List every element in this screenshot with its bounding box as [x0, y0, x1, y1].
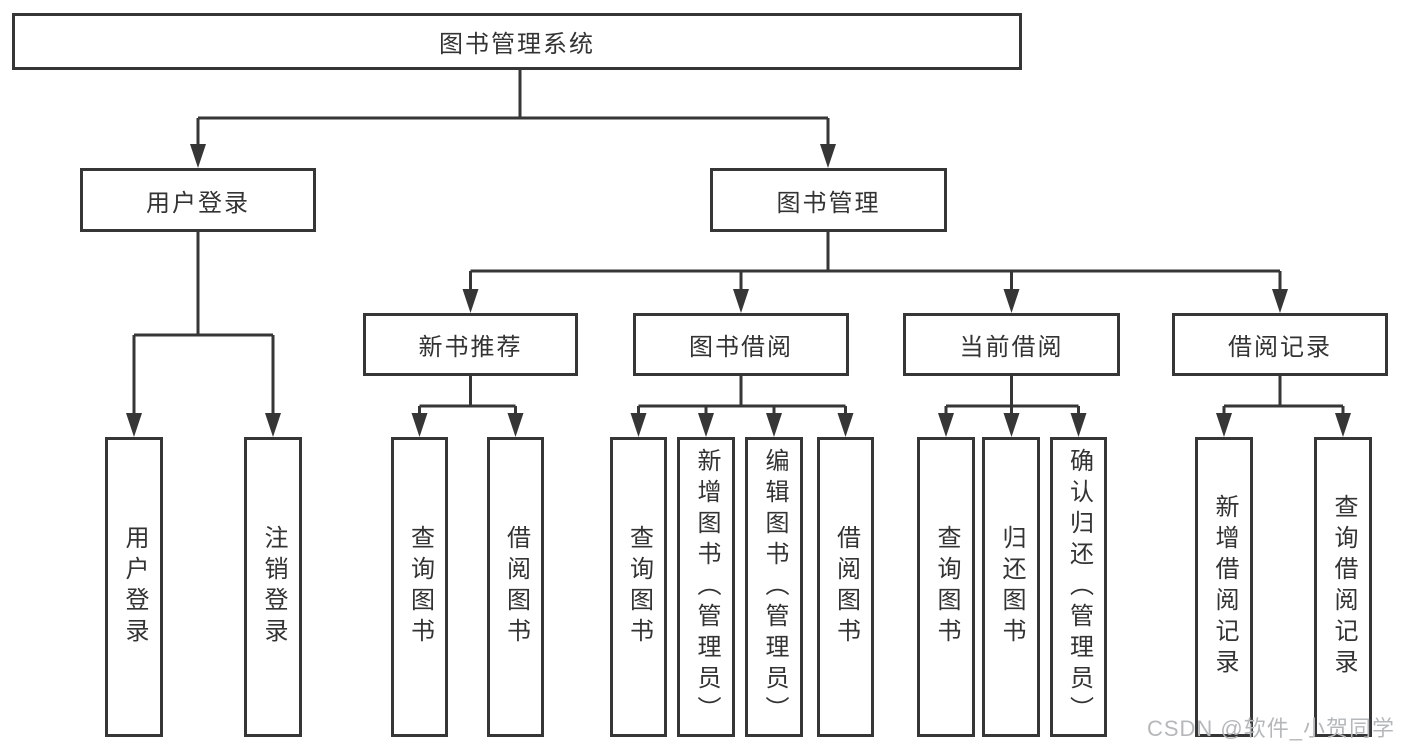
connector-path: [132, 70, 1345, 415]
node-book-management: 图书管理: [710, 168, 947, 232]
arrowhead-icon: [698, 413, 714, 437]
leaf-query-books-recommend-label: 查询图书: [406, 525, 434, 649]
arrowhead-icon: [1070, 413, 1087, 437]
arrowhead-icon: [938, 413, 954, 437]
arrowhead-icon: [126, 413, 142, 437]
arrowhead-icon: [507, 413, 524, 437]
leaf-query-books-borrowing-label: 查询图书: [625, 525, 653, 649]
arrowhead-icon: [1272, 289, 1288, 313]
leaf-logout: 注销登录: [244, 437, 302, 737]
leaf-user-login: 用户登录: [105, 437, 163, 737]
leaf-add-borrow-record-label: 新增借阅记录: [1211, 494, 1238, 680]
leaf-return-books-label: 归还图书: [998, 525, 1025, 649]
node-book-borrowing-label: 图书借阅: [689, 334, 793, 361]
node-book-management-label: 图书管理: [776, 189, 881, 217]
arrowhead-icon: [265, 413, 281, 437]
leaf-borrow-books-recommend-label: 借阅图书: [502, 525, 530, 649]
node-user-login-label: 用户登录: [146, 189, 250, 217]
node-borrowing-records: 借阅记录: [1172, 313, 1388, 376]
leaf-borrow-books-borrowing: 借阅图书: [817, 437, 874, 737]
node-root: 图书管理系统: [12, 13, 1022, 70]
node-root-label: 图书管理系统: [439, 31, 595, 58]
arrowhead-icon: [630, 413, 647, 437]
arrowhead-icon: [837, 413, 854, 437]
node-new-book-recommend-label: 新书推荐: [418, 334, 523, 361]
arrowhead-icon: [1003, 289, 1020, 313]
node-user-login: 用户登录: [80, 168, 316, 232]
arrowhead-icon: [766, 413, 782, 437]
leaf-logout-label: 注销登录: [260, 525, 287, 649]
leaf-query-books-current-label: 查询图书: [933, 525, 960, 649]
arrowhead-icon: [1335, 413, 1351, 437]
leaf-user-login-label: 用户登录: [121, 525, 148, 649]
leaf-return-books: 归还图书: [982, 437, 1040, 737]
leaf-borrow-books-borrowing-label: 借阅图书: [832, 525, 860, 649]
arrowhead-icon: [411, 413, 428, 437]
node-borrowing-records-label: 借阅记录: [1228, 334, 1332, 361]
leaf-query-books-recommend: 查询图书: [391, 437, 448, 737]
leaf-query-books-borrowing: 查询图书: [610, 437, 667, 737]
arrowhead-icon: [190, 144, 206, 168]
node-new-book-recommend: 新书推荐: [363, 313, 578, 376]
watermark: CSDN @软件_小贺同学: [1146, 716, 1395, 741]
leaf-confirm-return-admin-label: 确认归还（管理员）: [1065, 447, 1093, 727]
leaf-query-borrow-record-label: 查询借阅记录: [1330, 494, 1357, 680]
leaf-edit-book-admin: 编辑图书（管理员）: [745, 437, 803, 737]
leaf-add-book-admin-label: 新增图书（管理员）: [693, 447, 720, 727]
leaf-query-books-current: 查询图书: [917, 437, 975, 737]
leaf-edit-book-admin-label: 编辑图书（管理员）: [761, 447, 788, 727]
arrowhead-icon: [462, 289, 479, 313]
node-book-borrowing: 图书借阅: [633, 313, 849, 376]
leaf-add-book-admin: 新增图书（管理员）: [677, 437, 735, 737]
leaf-add-borrow-record: 新增借阅记录: [1195, 437, 1253, 737]
leaf-query-borrow-record: 查询借阅记录: [1314, 437, 1372, 737]
leaf-borrow-books-recommend: 借阅图书: [487, 437, 544, 737]
arrowhead-icon: [1216, 413, 1232, 437]
node-current-borrowing: 当前借阅: [903, 313, 1120, 376]
node-current-borrowing-label: 当前借阅: [959, 334, 1064, 361]
leaf-confirm-return-admin: 确认归还（管理员）: [1050, 437, 1107, 737]
arrowhead-icon: [733, 289, 749, 313]
arrowhead-icon: [1003, 413, 1020, 437]
arrowhead-icon: [820, 144, 836, 168]
arrowheads: [126, 144, 1351, 437]
